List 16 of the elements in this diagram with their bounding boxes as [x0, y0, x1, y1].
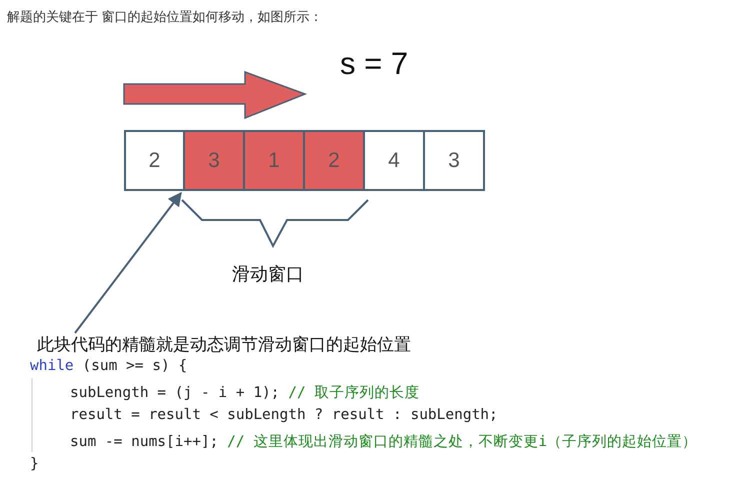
array-cell: 3 [423, 130, 485, 191]
code-line: while (sum >= s) { [30, 358, 188, 374]
array-cell: 1 [243, 130, 305, 191]
array-cell: 4 [363, 130, 425, 191]
array-cell: 3 [183, 130, 245, 191]
heading: 解题的关键在于 窗口的起始位置如何移动，如图所示： [7, 8, 323, 26]
leader-arrow [74, 192, 182, 334]
bracket-label: 滑动窗口 [232, 263, 304, 286]
code-line: subLength = (j - i + 1); // 取子序列的长度 [70, 384, 420, 402]
code-line: result = result < subLength ? result : subLength; [70, 407, 498, 423]
value-label: s = 7 [340, 46, 408, 82]
array-cell: 2 [303, 130, 365, 191]
code-line: sum -= nums[i++]; // 这里体现出滑动窗口的精髓之处，不断变更i（子序列的起始位置） [70, 432, 698, 451]
array-cell: 2 [124, 130, 185, 191]
note-text: 此块代码的精髓就是动态调节滑动窗口的起始位置 [37, 333, 411, 356]
code-line: } [30, 456, 39, 472]
